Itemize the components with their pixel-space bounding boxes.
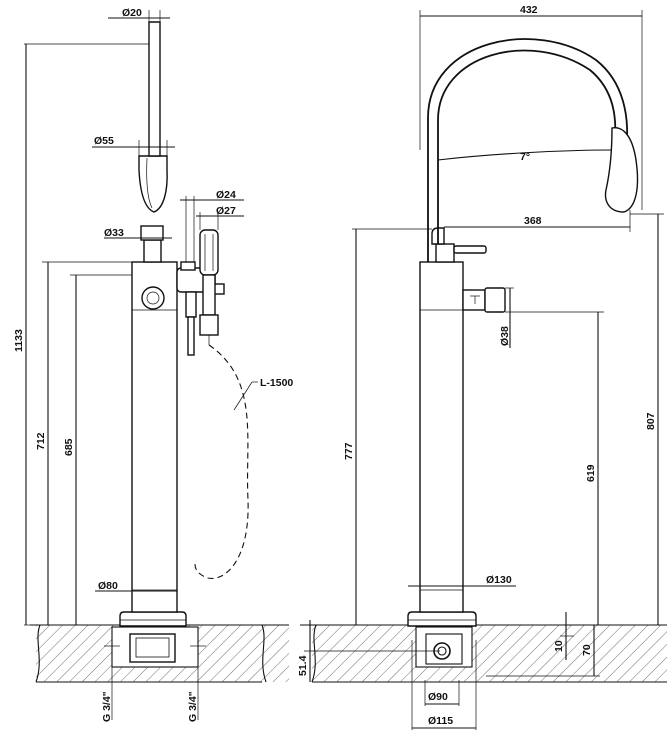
- side-view: 432 7° 368 Ø38 777 619 807 Ø130 10 70 51…: [297, 4, 667, 730]
- dim-thread-left: G 3/4": [101, 691, 113, 722]
- dim-70: 70: [581, 644, 593, 656]
- side-labels: 432 7° 368 Ø38 777 619 807 Ø130 10 70 51…: [297, 4, 657, 727]
- front-floor: [30, 624, 289, 720]
- dim-hose-length: L-1500: [260, 377, 293, 389]
- front-labels: Ø20 Ø55 Ø24 Ø27 Ø33 Ø80 L-1500 1133 712 …: [13, 7, 293, 722]
- dim-d90: Ø90: [428, 691, 448, 703]
- side-floor: [300, 624, 667, 730]
- dim-d130: Ø130: [486, 574, 512, 586]
- dim-d55: Ø55: [94, 135, 114, 147]
- side-lever: [462, 289, 486, 311]
- dim-d33: Ø33: [104, 227, 124, 239]
- dim-d115: Ø115: [428, 715, 453, 727]
- dim-d38: Ø38: [499, 326, 511, 346]
- front-body-column: [131, 261, 178, 613]
- dim-d24: Ø24: [216, 189, 236, 201]
- front-view: Ø20 Ø55 Ø24 Ø27 Ø33 Ø80 L-1500 1133 712 …: [13, 7, 293, 722]
- side-base-flange: [407, 611, 477, 627]
- dim-d20: Ø20: [122, 7, 142, 19]
- front-spout-head: [138, 155, 168, 213]
- dim-619: 619: [585, 464, 597, 482]
- side-spout-base: [435, 243, 455, 263]
- dim-thread-right: G 3/4": [187, 691, 199, 722]
- front-hose: [194, 344, 249, 579]
- dim-d27: Ø27: [216, 205, 236, 217]
- dim-712: 712: [35, 432, 47, 450]
- front-spout-pipe: [148, 21, 161, 157]
- dim-d80: Ø80: [98, 580, 118, 592]
- front-base-flange: [119, 611, 187, 627]
- side-spout-arc: [427, 38, 629, 262]
- dim-685: 685: [63, 438, 75, 456]
- dim-10: 10: [553, 640, 565, 652]
- front-handshower: [199, 229, 219, 276]
- dim-angle: 7°: [520, 151, 530, 163]
- front-dimensions: [24, 10, 258, 626]
- front-neck: [143, 239, 162, 263]
- dim-368: 368: [524, 215, 542, 227]
- side-dimensions: [304, 10, 664, 729]
- side-body-column: [419, 261, 464, 613]
- dim-432: 432: [520, 4, 538, 16]
- dim-51: 51.4: [297, 655, 309, 676]
- dim-807: 807: [645, 412, 657, 430]
- dim-777: 777: [343, 442, 355, 460]
- side-spout-tip: [604, 127, 639, 213]
- dim-1133: 1133: [13, 329, 25, 352]
- front-control-knob: [141, 286, 165, 310]
